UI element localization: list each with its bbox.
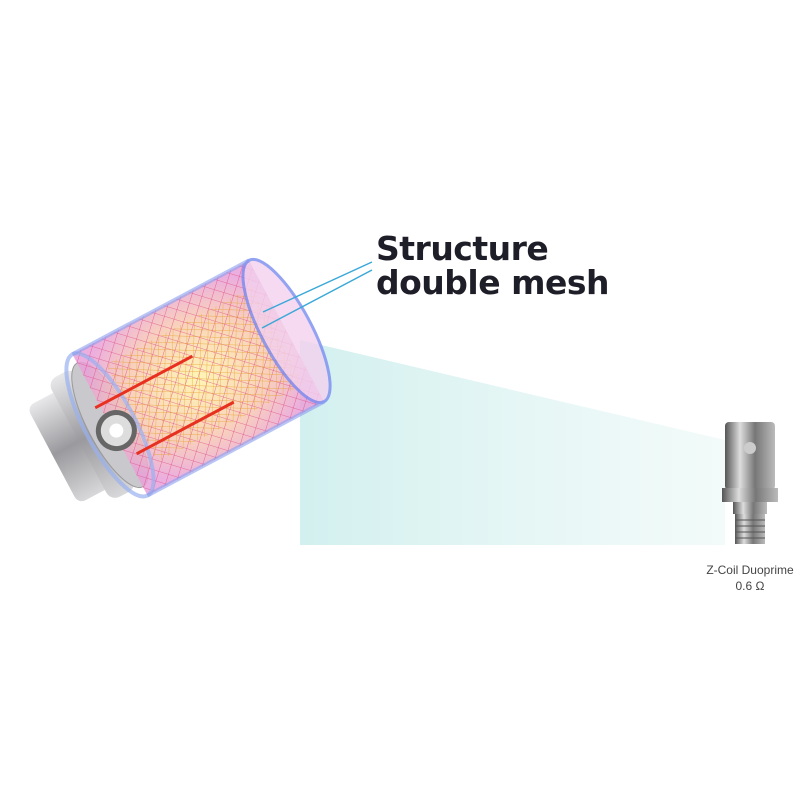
- headline-line-2: double mesh: [376, 263, 610, 302]
- light-beam: [300, 340, 725, 545]
- product-resistance: 0.6 Ω: [735, 579, 765, 593]
- coil-cutaway: [29, 257, 332, 502]
- callout-line: [261, 269, 373, 329]
- callout-line: [262, 261, 373, 313]
- product-caption: Z-Coil Duoprime 0.6 Ω: [700, 562, 800, 594]
- product-name: Z-Coil Duoprime: [706, 563, 794, 577]
- headline-line-1: Structure: [376, 229, 549, 268]
- headline: Structure double mesh: [376, 229, 610, 302]
- small-coil-image: [722, 422, 778, 544]
